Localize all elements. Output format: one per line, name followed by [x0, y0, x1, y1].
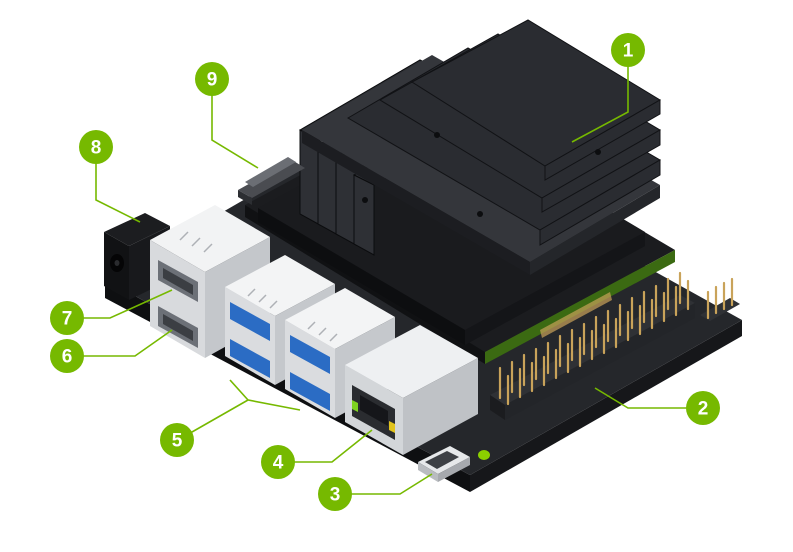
- leader-line-6: [68, 329, 173, 357]
- callout-3-label: 3: [330, 485, 341, 506]
- power-led-icon: [478, 450, 490, 460]
- callout-4-label: 4: [273, 453, 284, 474]
- leader-line-3: [336, 473, 433, 495]
- callout-8-label: 8: [91, 138, 102, 159]
- callout-9: 9: [195, 62, 229, 96]
- callout-7-label: 7: [62, 309, 73, 330]
- callout-5: 5: [160, 423, 194, 457]
- leader-line-5: [177, 379, 301, 441]
- microsd-slot: [238, 157, 305, 205]
- heatsink: [258, 19, 661, 345]
- callout-1: 1: [611, 33, 645, 67]
- callout-2: 2: [686, 391, 720, 425]
- leader-line-1: [571, 52, 629, 143]
- callout-1-label: 1: [623, 41, 634, 62]
- leader-line-8: [95, 148, 141, 223]
- gpio-header: [490, 271, 740, 420]
- callout-2-label: 2: [698, 399, 709, 420]
- callout-6-label: 6: [62, 347, 73, 368]
- callout-8: 8: [79, 130, 113, 164]
- leader-line-9: [211, 80, 259, 169]
- callout-9-label: 9: [207, 70, 218, 91]
- callout-7: 7: [50, 301, 84, 335]
- leader-lines: [68, 52, 702, 495]
- micro-usb-port: [418, 446, 470, 482]
- callout-4: 4: [261, 445, 295, 479]
- leader-line-2: [594, 387, 702, 409]
- callout-6: 6: [50, 339, 84, 373]
- callout-3: 3: [318, 477, 352, 511]
- callout-badges: 1 2 3 4 5 6 7 8: [50, 33, 720, 511]
- leader-line-4: [280, 429, 373, 463]
- callout-5-label: 5: [172, 431, 183, 452]
- ethernet-port: [345, 325, 478, 455]
